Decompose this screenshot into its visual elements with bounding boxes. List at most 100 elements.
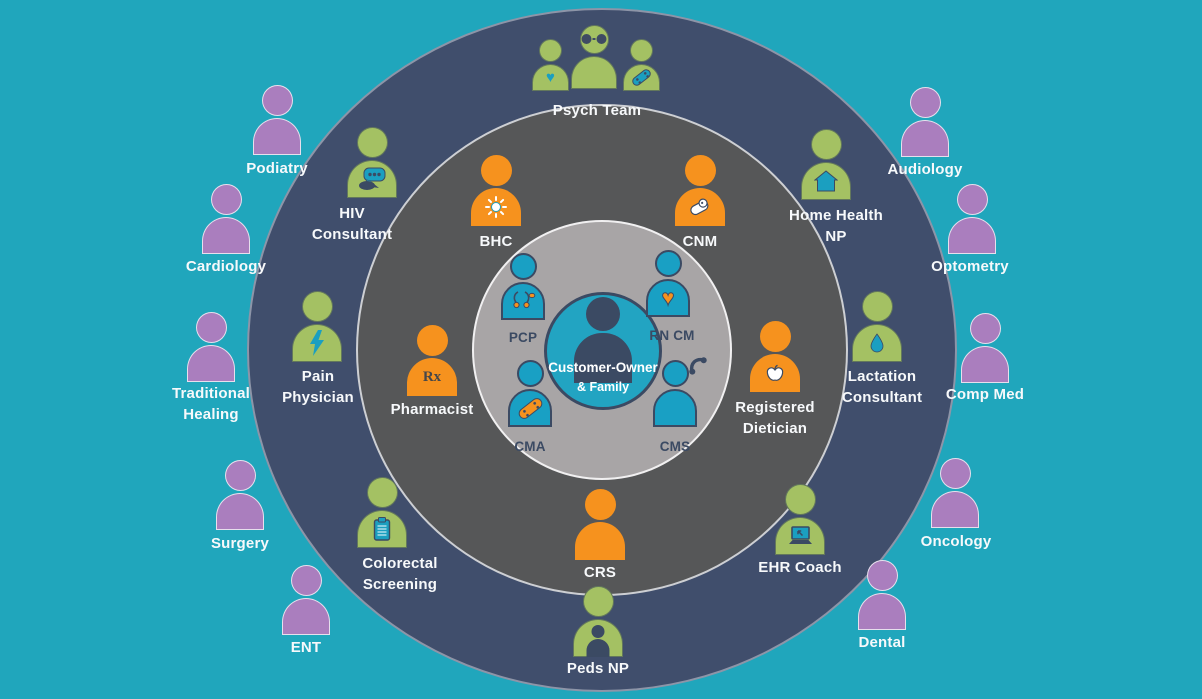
- psych-team-label: Psych Team: [552, 102, 642, 119]
- phone-handset-icon: [688, 357, 707, 375]
- person-head: [909, 87, 941, 118]
- person-head: [301, 291, 333, 322]
- person-body: [471, 188, 521, 226]
- person-body: [501, 282, 545, 320]
- person-head: [480, 155, 512, 186]
- person-head: [582, 586, 614, 617]
- person-body: [775, 517, 825, 555]
- person-body: [961, 346, 1009, 383]
- ehr-coach-label: EHR Coach: [758, 559, 842, 576]
- person-head: [969, 313, 1001, 344]
- person-body: [575, 522, 625, 560]
- person-body: Rx: [407, 358, 457, 396]
- peds-np-label: Peds NP: [566, 660, 630, 677]
- surgery-person-icon: [216, 460, 264, 530]
- person-head: [586, 297, 620, 331]
- person-body: [292, 324, 342, 362]
- ehr-coach-person-icon: [775, 484, 825, 555]
- colorectal-screening-person-icon: [357, 477, 407, 548]
- crs-person-icon: [575, 489, 625, 560]
- surgery-label: Surgery: [210, 535, 270, 552]
- dental-label: Dental: [858, 634, 906, 651]
- chat-bubbles-icon: [359, 167, 386, 190]
- person-body: [202, 217, 250, 254]
- dental-person-icon: [858, 560, 906, 630]
- person-body: [187, 345, 235, 382]
- comp-med-person-icon: [961, 313, 1009, 383]
- peds-np-person-icon: [573, 586, 623, 657]
- optometry-label: Optometry: [931, 258, 1009, 275]
- person-body: [750, 354, 800, 392]
- person-body: [931, 491, 979, 528]
- person-head: [416, 325, 448, 356]
- person-head: [810, 129, 842, 160]
- person-head: [661, 357, 707, 387]
- person-body: [948, 217, 996, 254]
- home-health-np-label: Home Health NP: [789, 207, 883, 246]
- heart-icon: ♥: [546, 69, 555, 86]
- house-icon: [814, 170, 838, 192]
- cnm-person-icon: [675, 155, 725, 226]
- cms-label: CMS: [659, 439, 691, 454]
- person-body: ♥: [646, 279, 690, 317]
- person-head: [366, 477, 398, 508]
- podiatry-person-icon: [253, 85, 301, 155]
- center-label: Customer-Owner & Family: [548, 358, 658, 397]
- customer-owner-person-icon: [574, 297, 632, 383]
- traditional-healing-person-icon: [187, 312, 235, 382]
- person-head: [224, 460, 256, 491]
- person-body: [623, 64, 660, 91]
- registered-dietician-person-icon: [750, 321, 800, 392]
- cardiology-label: Cardiology: [185, 258, 267, 275]
- sun-icon: [485, 196, 507, 218]
- person-head: [195, 312, 227, 343]
- pain-physician-label: Pain Physician: [282, 368, 354, 407]
- psych-member-glasses: [571, 25, 617, 89]
- water-drop-icon: [870, 333, 884, 353]
- bandage-icon: [515, 395, 545, 421]
- person-body: [653, 389, 697, 427]
- person-head: [939, 458, 971, 489]
- person-head: [866, 560, 898, 591]
- audiology-person-icon: [901, 87, 949, 157]
- lightning-bolt-icon: [310, 329, 324, 356]
- oncology-label: Oncology: [920, 533, 992, 550]
- hiv-consultant-person-icon: [347, 127, 397, 198]
- person-head: [784, 484, 816, 515]
- center-label-line2: & Family: [576, 380, 630, 395]
- cnm-label: CNM: [682, 233, 718, 250]
- person-body: [347, 160, 397, 198]
- psych-member-bandage: [623, 39, 660, 91]
- bhc-person-icon: [471, 155, 521, 226]
- person-head: [630, 39, 653, 62]
- lactation-consultant-person-icon: [852, 291, 902, 362]
- comp-med-label: Comp Med: [945, 386, 1025, 403]
- person-body: [253, 118, 301, 155]
- home-health-np-person-icon: [801, 129, 851, 200]
- person-body: [357, 510, 407, 548]
- podiatry-label: Podiatry: [246, 160, 308, 177]
- rn-cm-label: RN CM: [649, 328, 695, 343]
- swaddled-baby-icon: [690, 198, 709, 216]
- person-body: [282, 598, 330, 635]
- pcp-label: PCP: [508, 330, 538, 345]
- pcp-person-icon: [501, 253, 545, 320]
- person-head: [290, 565, 322, 596]
- rn-cm-person-icon: ♥: [646, 250, 690, 317]
- clipboard-icon: [373, 517, 391, 541]
- person-body: [801, 162, 851, 200]
- person-head: [509, 253, 537, 280]
- ent-person-icon: [282, 565, 330, 635]
- pharmacist-label: Pharmacist: [390, 401, 474, 418]
- person-head: [861, 291, 893, 322]
- person-body: [675, 188, 725, 226]
- bandage-icon: [630, 67, 653, 88]
- person-body: [901, 120, 949, 157]
- hiv-consultant-label: HIV Consultant: [311, 205, 393, 244]
- person-head: [539, 39, 562, 62]
- psych-team-icon: ♥: [522, 25, 672, 95]
- stethoscope-icon: [513, 291, 536, 309]
- person-head: [579, 25, 609, 54]
- person-body: [858, 593, 906, 630]
